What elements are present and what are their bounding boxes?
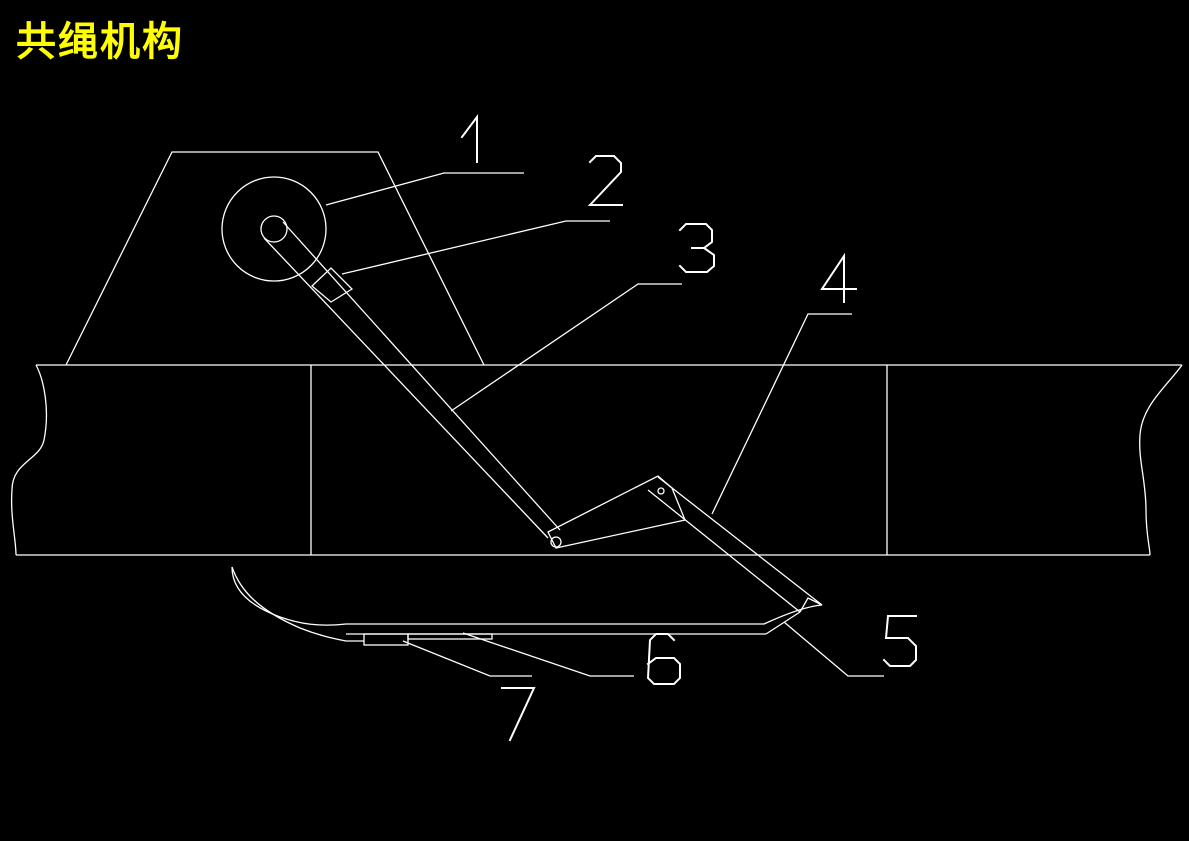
part-6-plate [407,633,493,640]
diagram-title: 共绳机构 [16,19,184,65]
housing-outline [65,151,485,366]
callout-7: 7 [501,687,536,742]
lever-arm [547,475,686,549]
callout-4: 4 [820,252,857,303]
part-7-block [363,633,409,646]
callout-2: 2 [587,155,623,206]
drum-outer-circle [221,176,327,282]
callout-5: 5 [882,615,917,667]
leader-lines [325,172,884,677]
callout-6: 6 [646,633,681,685]
main-frame [10,364,1183,556]
drum-pivot-circle [260,215,288,243]
sled-runner [231,566,823,646]
rod-connector-block [311,267,354,303]
diagonal-bar [647,476,823,613]
callout-3: 3 [678,223,715,273]
rope-rod [263,221,561,539]
callout-1: 1 [460,114,478,163]
